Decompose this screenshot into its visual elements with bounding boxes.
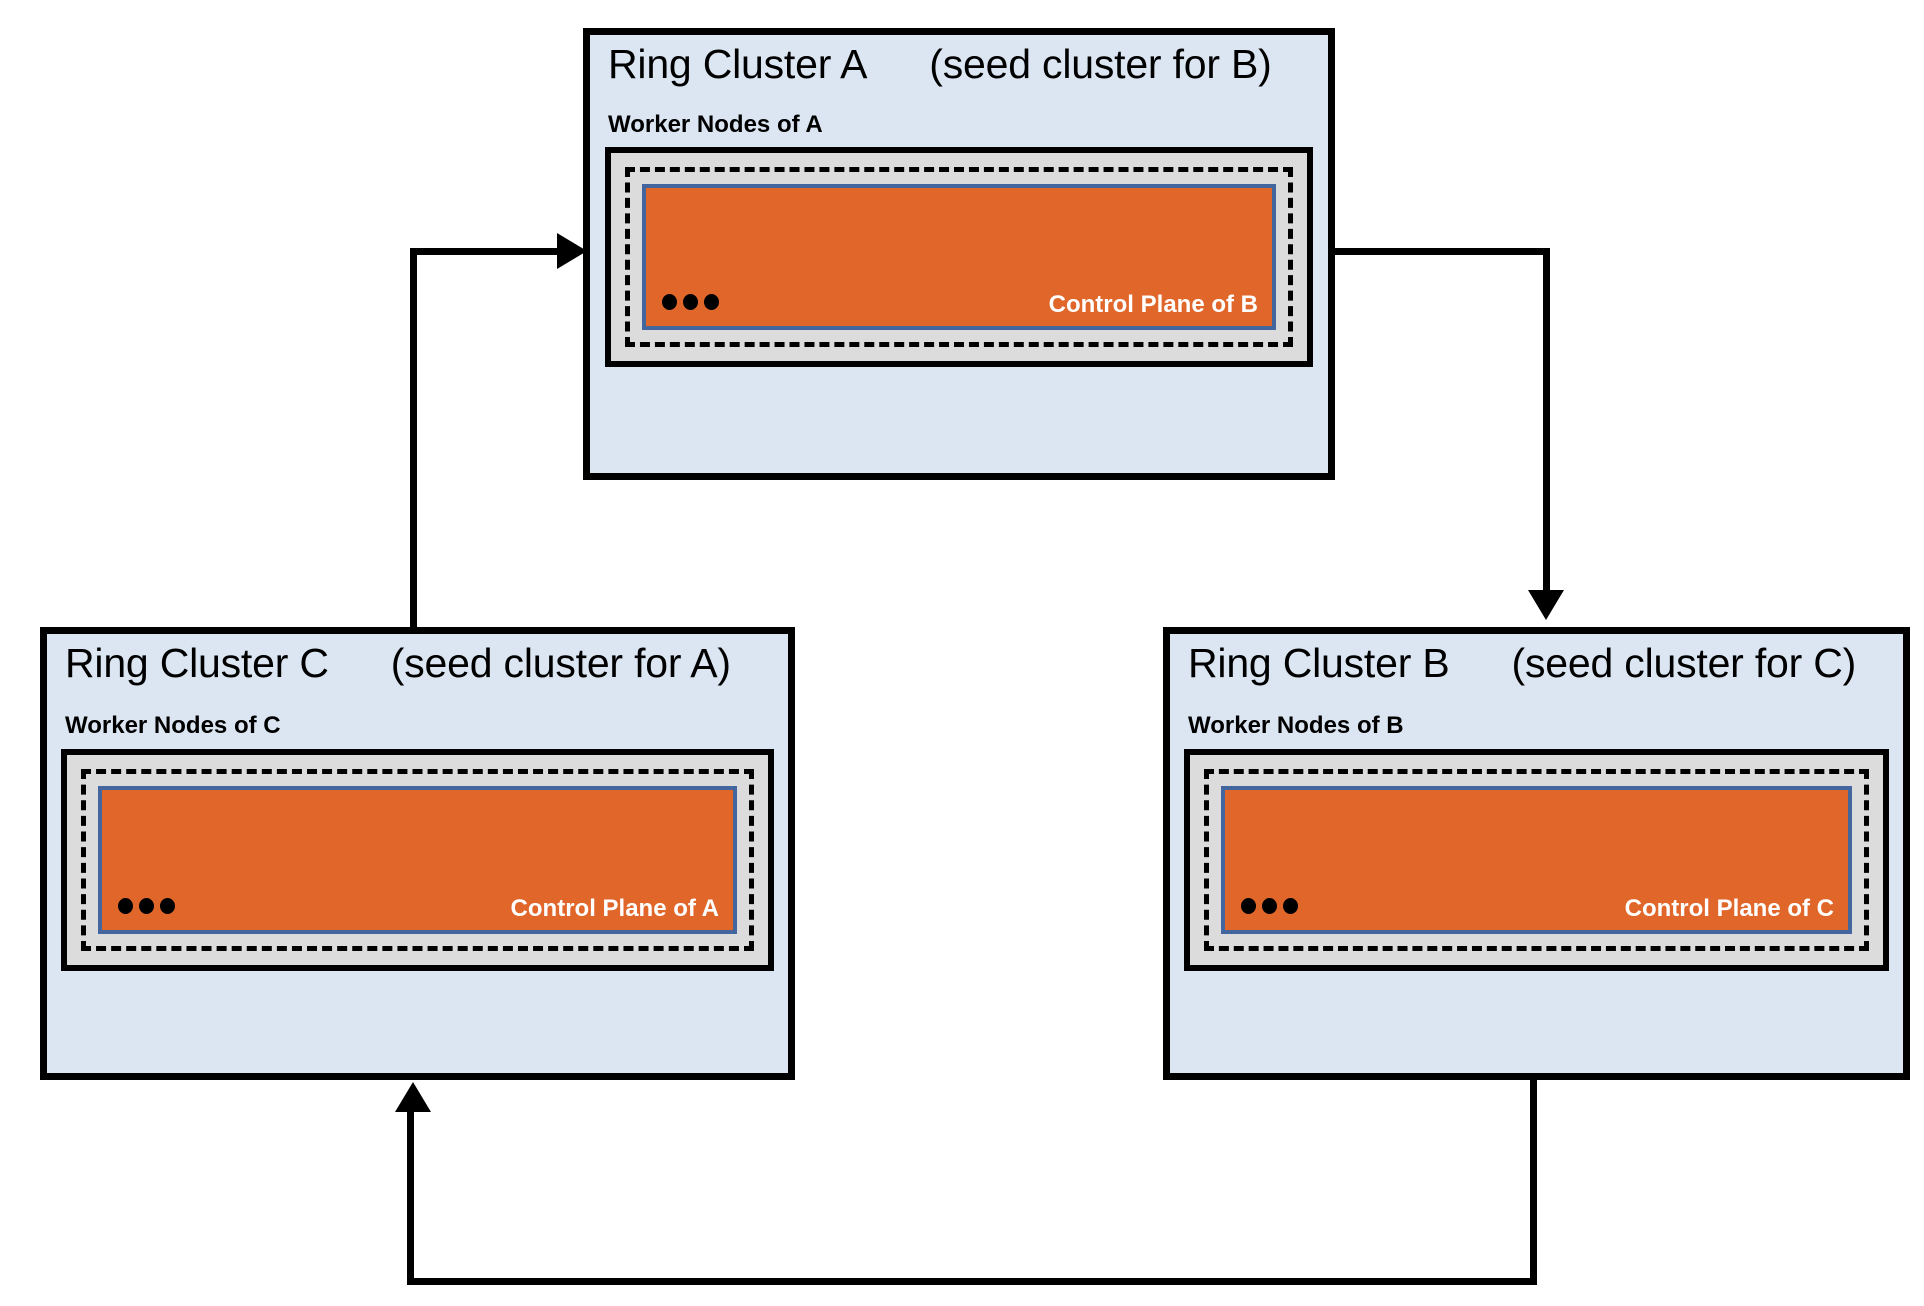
arrow-head-into-cluster-b <box>1528 590 1564 620</box>
cluster-c-worker-label: Worker Nodes of C <box>65 712 281 739</box>
connector-b-to-c-vertical-left <box>407 1110 414 1285</box>
cluster-card-a[interactable]: Ring Cluster A (seed cluster for B) Worke… <box>583 28 1335 480</box>
cluster-b-name: Ring Cluster B <box>1188 640 1450 686</box>
cluster-a-control-plane-label: Control Plane of B <box>1048 291 1258 318</box>
connector-c-to-a-vertical <box>410 248 417 633</box>
cluster-c-control-plane-label: Control Plane of A <box>510 895 719 922</box>
cluster-b-title: Ring Cluster B (seed cluster for C) <box>1188 640 1856 687</box>
arrow-head-into-cluster-a <box>557 233 587 269</box>
connector-b-to-c-horizontal <box>407 1278 1537 1285</box>
connector-a-to-b-horizontal <box>1330 248 1550 255</box>
cluster-b-control-plane[interactable]: Control Plane of C <box>1221 786 1852 934</box>
arrow-head-into-cluster-c <box>395 1082 431 1112</box>
connector-a-to-b-vertical <box>1543 248 1550 593</box>
cluster-a-worker-box: Control Plane of B <box>605 147 1313 367</box>
cluster-a-seed-note: (seed cluster for B) <box>929 41 1272 87</box>
cluster-a-name: Ring Cluster A <box>608 41 868 87</box>
connector-c-to-a-horizontal <box>410 248 575 255</box>
cluster-a-title: Ring Cluster A (seed cluster for B) <box>608 41 1272 88</box>
cluster-c-control-plane[interactable]: Control Plane of A <box>98 786 737 934</box>
cluster-c-seed-note: (seed cluster for A) <box>390 640 731 686</box>
cluster-b-ellipsis-icon <box>1241 898 1298 914</box>
cluster-b-worker-box: Control Plane of C <box>1184 749 1889 971</box>
cluster-card-c[interactable]: Ring Cluster C (seed cluster for A) Worke… <box>40 627 795 1080</box>
cluster-b-node-boundary: Control Plane of C <box>1204 769 1869 951</box>
cluster-a-ellipsis-icon <box>662 294 719 310</box>
cluster-b-seed-note: (seed cluster for C) <box>1511 640 1857 686</box>
cluster-c-name: Ring Cluster C <box>65 640 329 686</box>
connector-b-to-c-vertical-right <box>1530 1075 1537 1285</box>
cluster-c-title: Ring Cluster C (seed cluster for A) <box>65 640 731 687</box>
cluster-a-control-plane[interactable]: Control Plane of B <box>642 184 1276 330</box>
cluster-a-worker-label: Worker Nodes of A <box>608 111 823 138</box>
cluster-c-node-boundary: Control Plane of A <box>81 769 754 951</box>
cluster-b-control-plane-label: Control Plane of C <box>1624 895 1834 922</box>
cluster-b-worker-label: Worker Nodes of B <box>1188 712 1404 739</box>
cluster-card-b[interactable]: Ring Cluster B (seed cluster for C) Worke… <box>1163 627 1910 1080</box>
cluster-c-ellipsis-icon <box>118 898 175 914</box>
cluster-a-node-boundary: Control Plane of B <box>625 167 1293 347</box>
cluster-c-worker-box: Control Plane of A <box>61 749 774 971</box>
